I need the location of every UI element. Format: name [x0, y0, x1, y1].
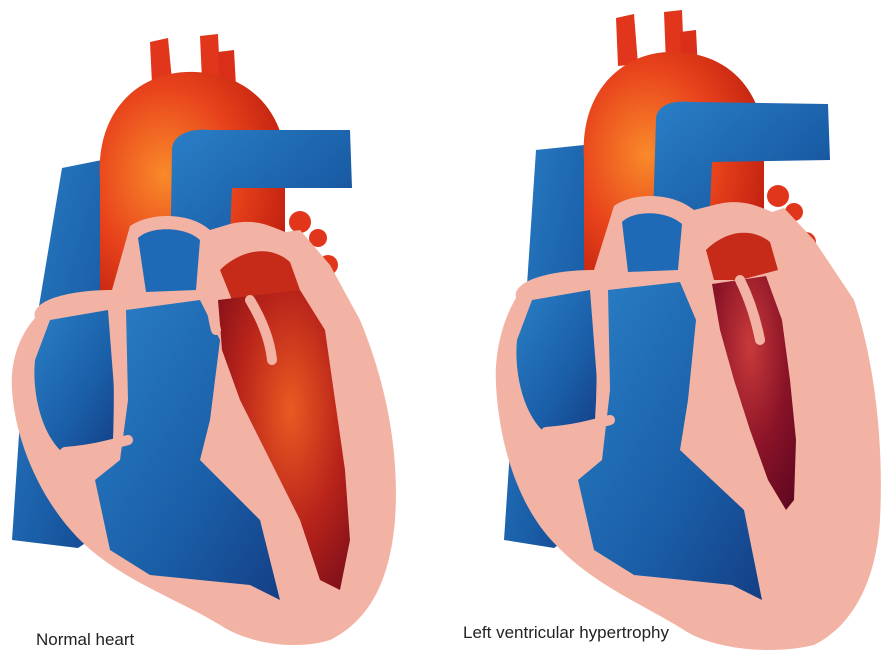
lvh-heart-svg [444, 0, 884, 653]
normal-heart-illustration: Normal heart [0, 0, 440, 653]
right-atrium [34, 310, 118, 450]
lvh-heart-illustration: Left ventricular hypertrophy [444, 0, 884, 653]
normal-heart-svg [0, 0, 440, 653]
caption-normal-heart: Normal heart [36, 630, 134, 650]
right-outflow [622, 213, 682, 272]
right-outflow [138, 229, 200, 292]
right-atrium [516, 290, 600, 430]
caption-lvh: Left ventricular hypertrophy [463, 623, 669, 643]
